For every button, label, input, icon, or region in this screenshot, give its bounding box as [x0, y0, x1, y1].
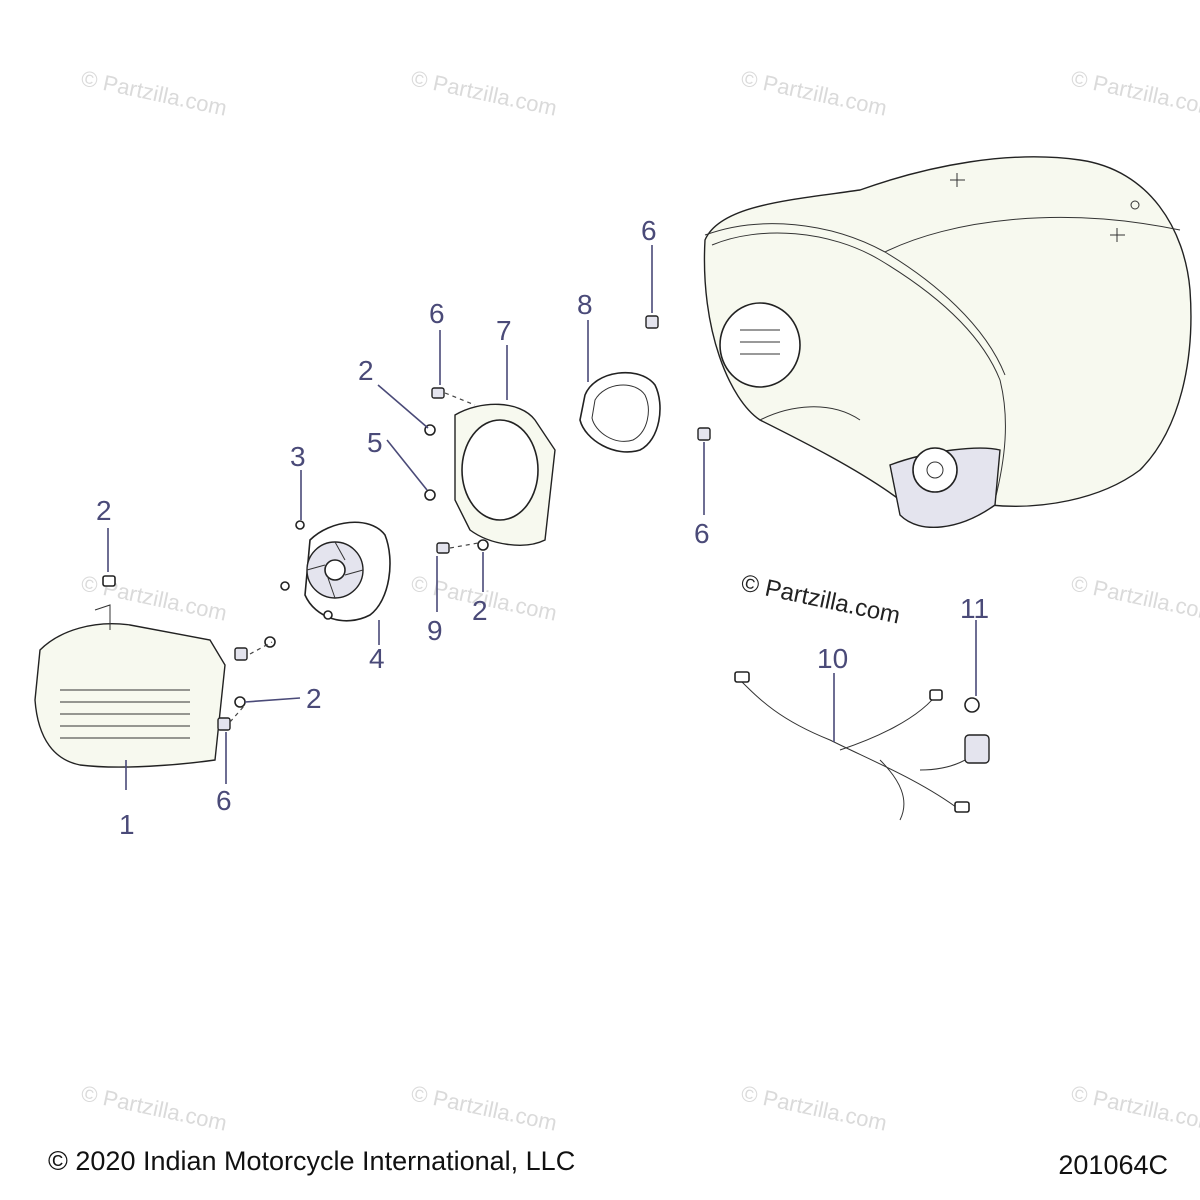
part-4-fan [304, 521, 391, 622]
watermark: © Partzilla.com [79, 1080, 229, 1135]
callout-6: 6 [429, 298, 445, 329]
part-10-wiring-harness [734, 671, 990, 821]
watermark: © Partzilla.com [739, 65, 889, 120]
copyright-footer: © 2020 Indian Motorcycle International, … [48, 1146, 576, 1176]
callout-labels: 2 1 3 4 5 2 6 7 8 6 6 9 2 2 6 10 11 [96, 215, 989, 840]
diagram-number: 201064C [1058, 1150, 1168, 1180]
callout-8: 8 [577, 289, 593, 320]
saddlebag-housing [703, 156, 1192, 528]
callout-6: 6 [694, 518, 710, 549]
watermark: © Partzilla.com [409, 65, 559, 120]
callout-2: 2 [358, 355, 374, 386]
part-8-gasket [579, 371, 661, 453]
callout-5: 5 [367, 427, 383, 458]
watermark: © Partzilla.com [409, 1080, 559, 1135]
callout-10: 10 [817, 643, 848, 674]
callout-1: 1 [119, 809, 135, 840]
watermark: © Partzilla.com [79, 570, 229, 625]
leader-lines [107, 245, 977, 790]
callout-7: 7 [496, 315, 512, 346]
fastener-parts [102, 315, 711, 731]
watermark-center: © Partzilla.com [739, 569, 903, 629]
callout-11: 11 [960, 593, 989, 624]
watermark: © Partzilla.com [1069, 1080, 1200, 1135]
callout-2: 2 [472, 595, 488, 626]
part-7-fan-shroud [454, 403, 556, 546]
callout-3: 3 [290, 441, 306, 472]
callout-6: 6 [641, 215, 657, 246]
callout-9: 9 [427, 615, 443, 646]
watermark: © Partzilla.com [1069, 570, 1200, 625]
watermark: © Partzilla.com [1069, 65, 1200, 120]
callout-4: 4 [369, 643, 385, 674]
callout-6: 6 [216, 785, 232, 816]
callout-2: 2 [96, 495, 112, 526]
part-11-clip [964, 697, 980, 713]
callout-2: 2 [306, 683, 322, 714]
watermark: © Partzilla.com [739, 1080, 889, 1135]
part-1-vent-cover [34, 604, 226, 768]
watermark: © Partzilla.com [79, 65, 229, 120]
